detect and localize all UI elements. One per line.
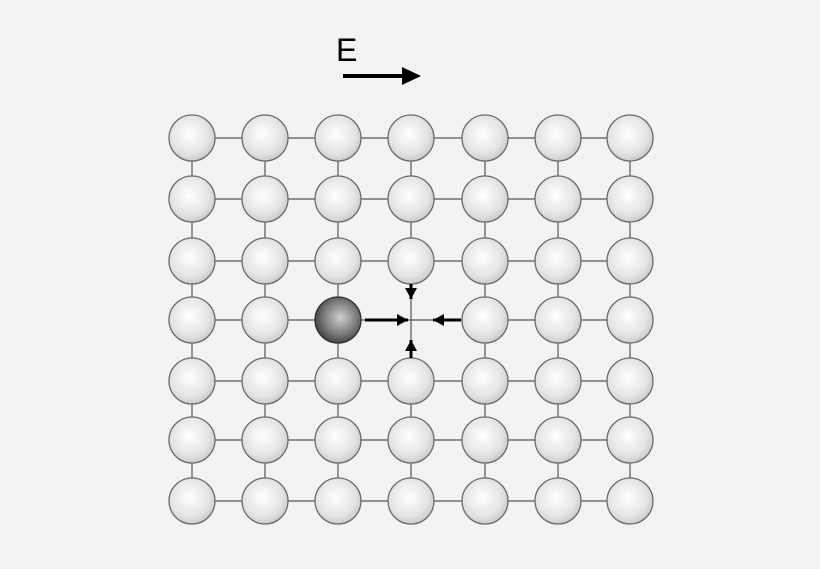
lattice-atom [534, 175, 582, 223]
lattice-atom [168, 416, 216, 464]
lattice-atom [606, 114, 654, 162]
lattice-atom [606, 357, 654, 405]
arrow-from-impurity-head [397, 314, 408, 326]
lattice-atom [387, 114, 435, 162]
lattice-atom [314, 357, 362, 405]
lattice-atom [387, 477, 435, 525]
lattice-atom [387, 357, 435, 405]
lattice-atom [461, 416, 509, 464]
lattice-atom [606, 296, 654, 344]
atom-layer [168, 114, 654, 525]
lattice-atom [606, 416, 654, 464]
lattice-atom [461, 357, 509, 405]
lattice-atom [241, 175, 289, 223]
lattice-atom [314, 416, 362, 464]
arrow-from-top-head [405, 288, 417, 299]
lattice-atom [534, 237, 582, 285]
lattice-atom [461, 296, 509, 344]
field-arrowhead [402, 67, 421, 85]
lattice-atom [314, 477, 362, 525]
arrow-from-right-head [433, 314, 444, 326]
lattice-atom [241, 237, 289, 285]
lattice-atom [168, 477, 216, 525]
lattice-atom [387, 416, 435, 464]
lattice-atom [461, 237, 509, 285]
lattice-atom [241, 296, 289, 344]
lattice-atom [534, 114, 582, 162]
lattice-atom [241, 477, 289, 525]
lattice-atom [314, 237, 362, 285]
lattice-atom [314, 175, 362, 223]
lattice-atom [314, 114, 362, 162]
lattice-atom [461, 477, 509, 525]
lattice-atom [241, 114, 289, 162]
lattice-atom [606, 237, 654, 285]
lattice-atom [606, 175, 654, 223]
lattice-atom [168, 114, 216, 162]
lattice-atom [168, 296, 216, 344]
strain-arrows [365, 284, 461, 358]
lattice-atom [606, 477, 654, 525]
lattice-atom [534, 357, 582, 405]
lattice-atom [387, 237, 435, 285]
lattice-atom [534, 477, 582, 525]
arrow-from-bottom-head [405, 340, 417, 351]
lattice-atom [461, 114, 509, 162]
lattice-atom [241, 357, 289, 405]
impurity-atom [314, 296, 362, 344]
electric-field-label: E [336, 32, 358, 68]
lattice-atom [168, 237, 216, 285]
lattice-atom [387, 175, 435, 223]
lattice-atom [241, 416, 289, 464]
lattice-atom [168, 175, 216, 223]
lattice-atom [168, 357, 216, 405]
lattice-atom [534, 296, 582, 344]
lattice-atom [461, 175, 509, 223]
lattice-atom [534, 416, 582, 464]
